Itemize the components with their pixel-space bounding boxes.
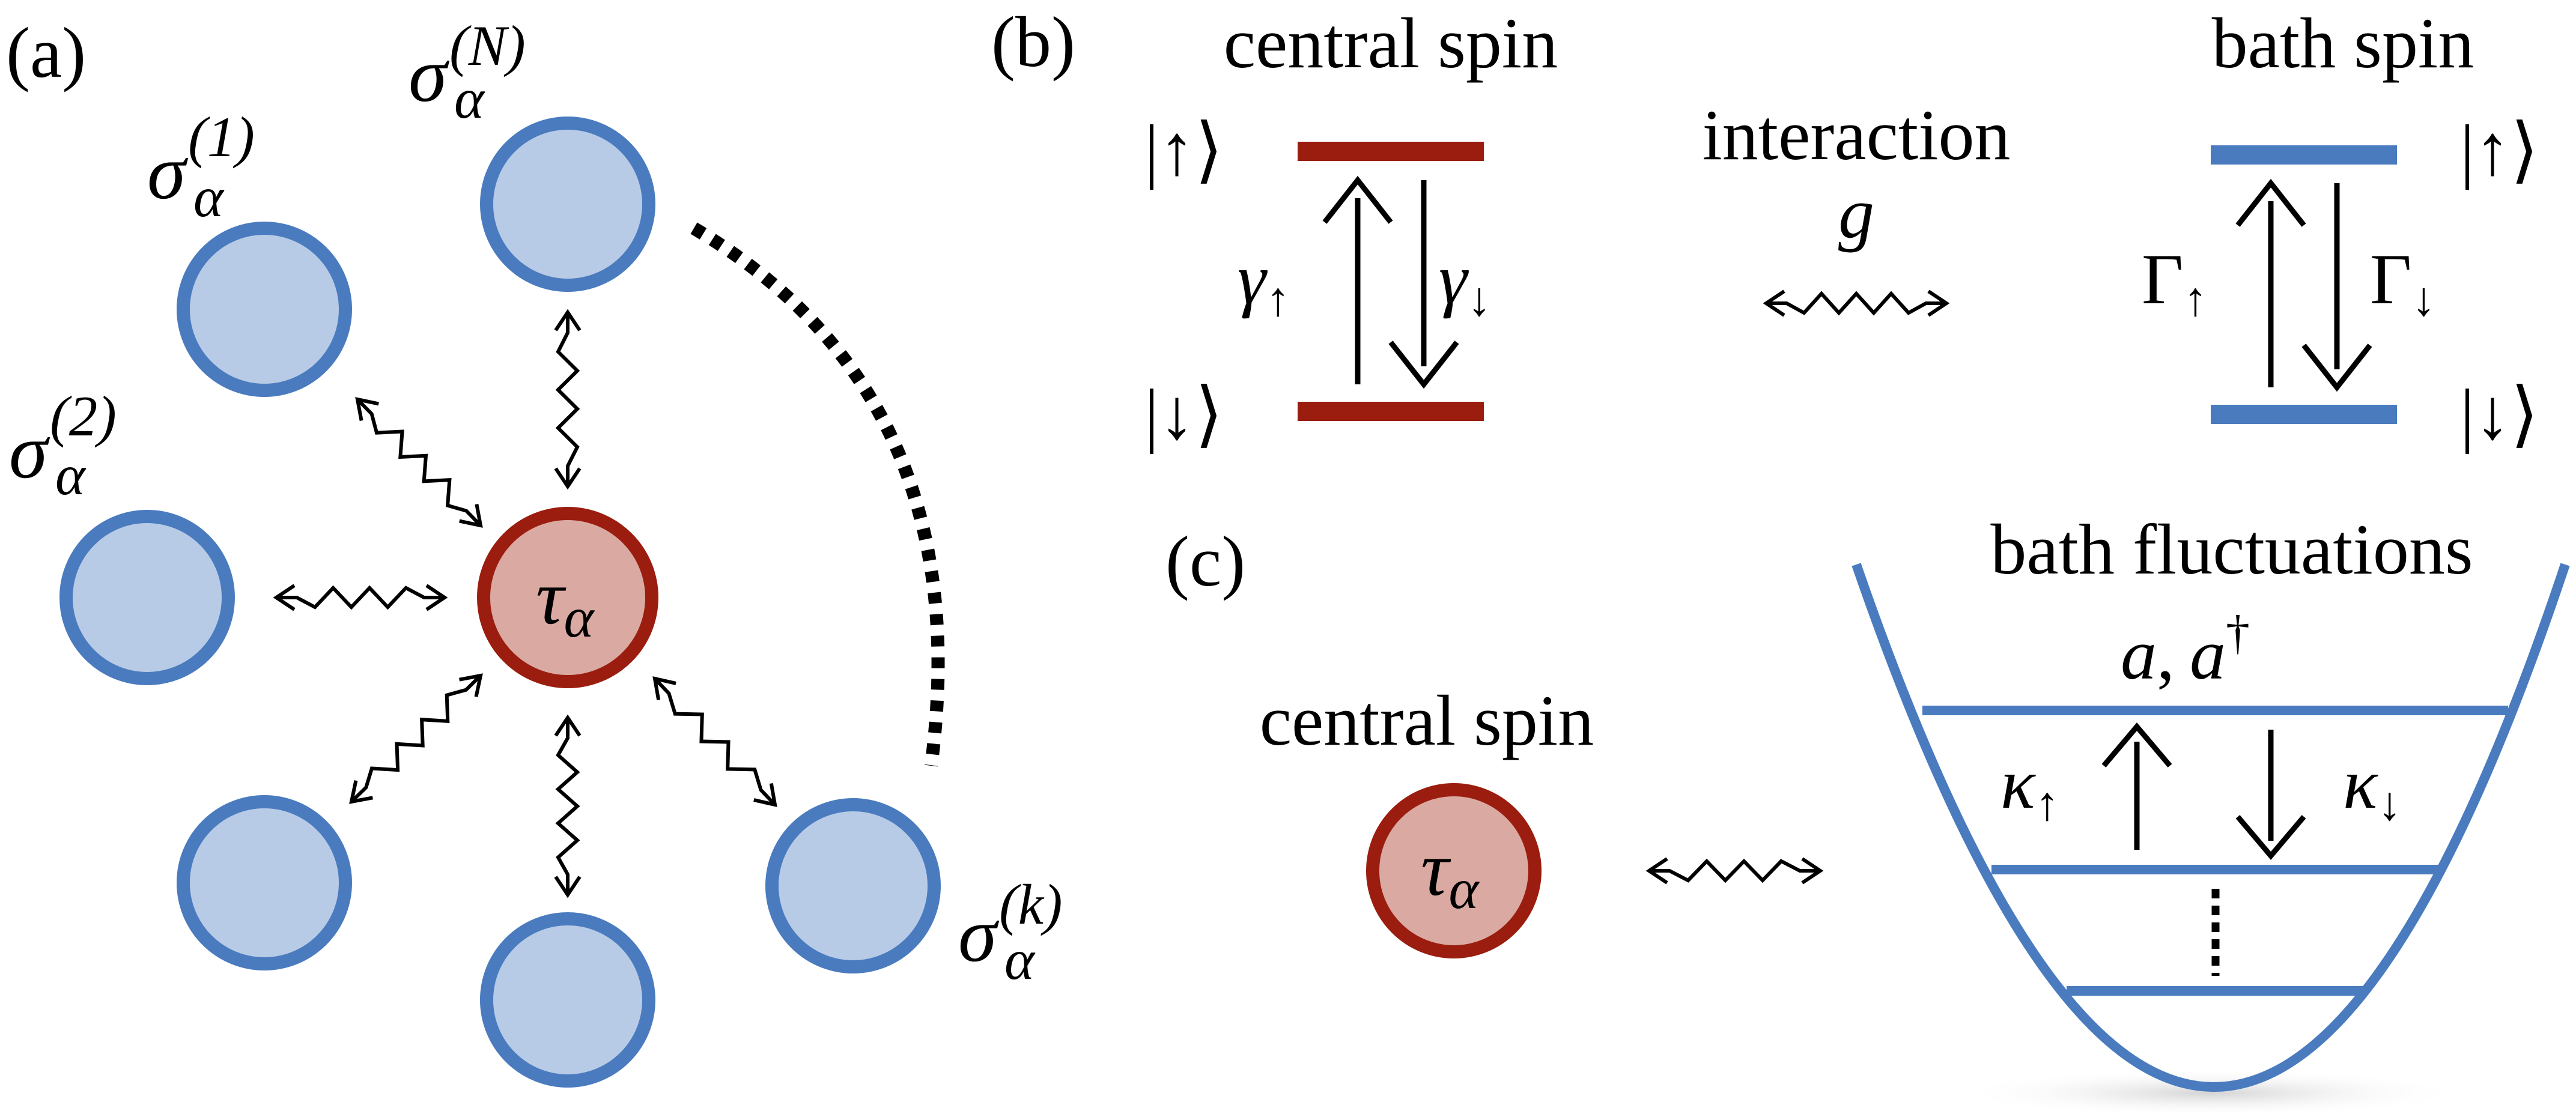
bath-spin-lower-left bbox=[177, 795, 352, 970]
ladder-operators: a,a† bbox=[2121, 607, 2250, 694]
central-up-arrow bbox=[1322, 175, 1393, 384]
label-sigma-1-sub: α bbox=[193, 165, 225, 229]
bath-spin-1 bbox=[177, 222, 352, 397]
kappa-down-label: κ↓ bbox=[2343, 743, 2402, 831]
Gamma-up-label: Γ↑ bbox=[2142, 239, 2207, 326]
dotted-arc bbox=[690, 222, 945, 767]
label-sigma-k: σ(k) bbox=[958, 873, 1063, 978]
central-spin-title: central spin bbox=[1224, 3, 1558, 83]
panel-a-label: (a) bbox=[6, 13, 86, 92]
panel-c: (c) central spin τα bath fluctuations a,… bbox=[1165, 509, 2570, 1114]
bath-spin-bottom bbox=[480, 912, 655, 1088]
bath-up-arrow bbox=[2235, 178, 2306, 387]
interaction-wavy-b bbox=[1763, 289, 1950, 317]
label-sigma-1: σ(1) bbox=[147, 105, 255, 216]
panel-a: (a) τα σ(N) α σ(1) α σ(2) α σ(k) α bbox=[6, 13, 1063, 1088]
wavy-arrow-b bbox=[1763, 289, 1950, 317]
link-to-sigma-2 bbox=[273, 584, 448, 611]
link-to-lower-left bbox=[349, 673, 483, 804]
gamma-up-label: γ↑ bbox=[1238, 239, 1290, 326]
interaction-label: interaction bbox=[1702, 95, 2010, 175]
interaction-links bbox=[273, 309, 777, 898]
label-sigma-2-sub: α bbox=[55, 443, 87, 507]
gamma-down-label: γ↓ bbox=[1439, 239, 1491, 326]
ket-up-right: |↑⟩ bbox=[2460, 110, 2539, 190]
label-sigma-k-sub: α bbox=[1004, 928, 1036, 991]
central-spin bbox=[477, 507, 658, 688]
central-spin-c bbox=[1366, 783, 1542, 958]
label-sigma-N: σ(N) bbox=[409, 14, 526, 118]
bath-spin-N bbox=[480, 117, 655, 292]
bath-spin-k bbox=[765, 798, 941, 973]
bath-fluctuations-title: bath fluctuations bbox=[1990, 509, 2473, 589]
link-to-sigma-k bbox=[652, 676, 777, 807]
kappa-down-arrow bbox=[2235, 730, 2306, 860]
central-spin-label: τα bbox=[536, 554, 595, 649]
link-to-sigma-N bbox=[554, 309, 582, 490]
coupling-g: g bbox=[1838, 173, 1874, 253]
label-sigma-2: σ(2) bbox=[9, 384, 117, 495]
interaction-wavy-c bbox=[1645, 857, 1824, 885]
ket-down-left: |↓⟩ bbox=[1144, 374, 1223, 454]
central-spin-c-label: τα bbox=[1421, 826, 1480, 921]
ket-up-left: |↑⟩ bbox=[1144, 110, 1223, 190]
bath-down-arrow bbox=[2301, 183, 2372, 392]
central-down-arrow bbox=[1388, 180, 1459, 389]
kappa-up-label: κ↑ bbox=[2000, 743, 2059, 831]
panel-b: (b) central spin bath spin |↑⟩ |↓⟩ γ↑ γ↓… bbox=[991, 2, 2539, 454]
panel-b-label: (b) bbox=[991, 2, 1075, 82]
central-spin-title-c: central spin bbox=[1260, 680, 1594, 760]
kappa-up-arrow bbox=[2101, 722, 2172, 850]
panel-c-label: (c) bbox=[1165, 521, 1245, 601]
Gamma-down-label: Γ↓ bbox=[2370, 239, 2435, 326]
link-to-sigma-1 bbox=[355, 397, 483, 528]
label-sigma-N-sub: α bbox=[454, 67, 485, 130]
ket-down-right: |↓⟩ bbox=[2460, 374, 2539, 454]
link-to-bottom bbox=[554, 714, 582, 898]
bath-spin-title: bath spin bbox=[2212, 3, 2474, 83]
bath-spin-2 bbox=[59, 510, 235, 685]
harmonic-well bbox=[1852, 563, 2570, 1092]
wavy-arrow-c bbox=[1645, 857, 1824, 885]
